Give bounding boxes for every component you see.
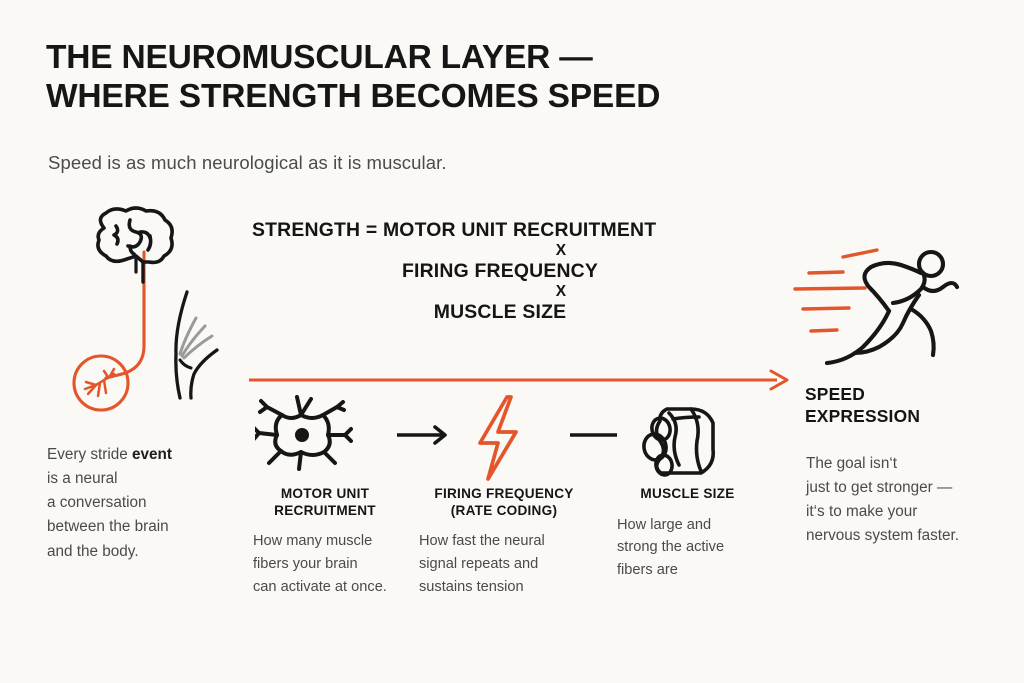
lightning-bolt-icon — [478, 395, 518, 481]
left-paragraph-rest: is a neural a conversation between the b… — [47, 470, 169, 560]
pillar-title-recruitment: MOTOR UNIT RECRUITMENT — [274, 486, 376, 518]
speed-lines-icon — [793, 248, 879, 333]
muscle-fiber-bundle-icon — [642, 407, 716, 477]
pillar-caption-recruitment: MOTOR UNIT RECRUITMENT How many muscle f… — [249, 486, 401, 598]
equation-line-3: MUSCLE SIZE — [433, 300, 567, 323]
pillar-icon-row — [255, 395, 716, 481]
equation-operator-1: X — [555, 242, 567, 260]
brain-icon — [96, 206, 174, 284]
pillar-caption-firing: FIRING FREQUENCY (RATE CODING) How fast … — [415, 486, 593, 598]
sprinting-runner-icon — [793, 248, 960, 366]
left-paragraph-pre: Every stride — [47, 446, 133, 463]
strength-equation: STRENGTH = MOTOR UNIT RECRUITMENT X FIRI… — [250, 219, 750, 323]
left-paragraph-accent: event — [132, 446, 172, 463]
long-orange-arrow-icon — [249, 369, 789, 391]
neuron-icon — [255, 395, 353, 471]
equation-line-1: STRENGTH = MOTOR UNIT RECRUITMENT — [252, 219, 657, 241]
page-title: THE NEUROMUSCULAR LAYER — WHERE STRENGTH… — [46, 39, 661, 116]
subtitle: Speed is as much neurological as it is m… — [48, 152, 447, 173]
brain-to-node-connector — [104, 250, 146, 380]
neuron-nucleus-icon — [295, 428, 309, 442]
pillar-body-firing: How fast the neural signal repeats and s… — [419, 533, 545, 595]
left-paragraph: Every stride event is a neural a convers… — [47, 443, 262, 564]
speed-expression-heading: SPEED EXPRESSION — [805, 384, 921, 426]
nerve-node-icon — [72, 354, 130, 412]
knee-joint-icon — [174, 290, 219, 400]
pillar-title-firing: FIRING FREQUENCY (RATE CODING) — [434, 486, 574, 518]
pillar-caption-muscle-size: MUSCLE SIZE How large and strong the act… — [610, 486, 765, 582]
speed-expression-body: The goal isn‘t just to get stronger — it… — [806, 455, 960, 545]
pillar-title-muscle-size: MUSCLE SIZE — [640, 486, 735, 501]
pillar-body-muscle-size: How large and strong the active fibers a… — [617, 516, 725, 579]
equation-line-2: FIRING FREQUENCY — [401, 259, 599, 282]
pillar-body-recruitment: How many muscle fibers your brain can ac… — [253, 533, 387, 595]
arrow-right-icon — [397, 425, 447, 445]
equation-operator-2: X — [555, 283, 567, 301]
